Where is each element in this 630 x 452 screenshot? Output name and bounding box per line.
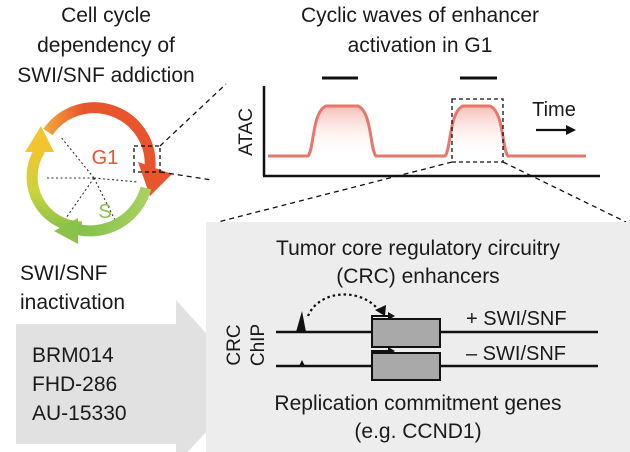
crc-footer-line-1: Replication commitment genes: [274, 392, 561, 415]
cycle-label-g1: G1: [92, 147, 119, 169]
inactivation-arrow: [16, 300, 252, 452]
compound-brm014: BRM014: [32, 344, 114, 367]
cycle-spokes: [46, 135, 139, 227]
compound-au-15330: AU-15330: [32, 402, 127, 425]
crc-panel: Tumor core regulatory circuitry (CRC) en…: [206, 222, 630, 452]
cycle-arc-s: [70, 186, 152, 237]
wave-title: Cyclic waves of enhancer activation in G…: [301, 4, 539, 57]
enhancer-peak-minus: [299, 360, 305, 366]
inactivation-title-line-1: SWI/SNF: [20, 262, 108, 285]
wave-fill-2: [445, 106, 508, 156]
zoom-connectors-bottom: [217, 161, 627, 223]
wave-fill-1: [308, 106, 376, 156]
compound-fhd-286: FHD-286: [32, 373, 117, 396]
track-minus-label: – SWI/SNF: [466, 343, 566, 365]
cycle-title-line-1: Cell cycle: [61, 4, 151, 27]
atac-wave-line: [268, 104, 586, 158]
cycle-arc-g1: [43, 102, 156, 169]
cycle-title-line-2: dependency of: [37, 34, 175, 57]
gene-box-minus: [371, 352, 441, 381]
crc-panel-title-line-2: (CRC) enhancers: [336, 265, 499, 288]
cycle-arrowhead-yellow: [25, 126, 54, 152]
cycle-zoom-box: [133, 145, 161, 173]
cell-cycle-wheel: G1 S: [25, 102, 172, 244]
cycle-title: Cell cycle dependency of SWI/SNF addicti…: [17, 4, 194, 87]
cycle-arc-yellow: [26, 147, 83, 233]
wave-title-line-1: Cyclic waves of enhancer: [301, 4, 539, 27]
crc-side-label: CRC: [224, 324, 245, 365]
plot-ylabel: ATAC: [236, 108, 257, 156]
cycle-label-s: S: [98, 201, 111, 223]
plot-zoom-box: [451, 98, 504, 163]
cycle-arrowhead-s: [54, 218, 78, 244]
gene-box-plus: [371, 318, 441, 348]
inactivation-title-line-2: inactivation: [20, 291, 125, 314]
track-plus-label: + SWI/SNF: [466, 308, 567, 330]
chip-side-label: ChIP: [248, 324, 269, 366]
atac-plot: ATAC Time: [236, 76, 600, 178]
wave-title-line-2: activation in G1: [348, 34, 493, 57]
crc-panel-title-line-1: Tumor core regulatory circuitry: [276, 237, 560, 260]
plot-time-label: Time: [532, 99, 576, 121]
cycle-arrowhead-g1: [138, 162, 172, 196]
crc-footer-line-2: (e.g. CCND1): [354, 420, 481, 443]
time-arrow-head: [566, 125, 576, 135]
enhancer-loop-arrowhead: [375, 305, 386, 316]
cycle-title-line-3: SWI/SNF addiction: [17, 64, 194, 87]
inactivation-block: SWI/SNF inactivation BRM014 FHD-286 AU-1…: [16, 262, 252, 452]
zoom-connectors-top: [159, 83, 227, 181]
enhancer-peak-plus: [296, 311, 306, 332]
